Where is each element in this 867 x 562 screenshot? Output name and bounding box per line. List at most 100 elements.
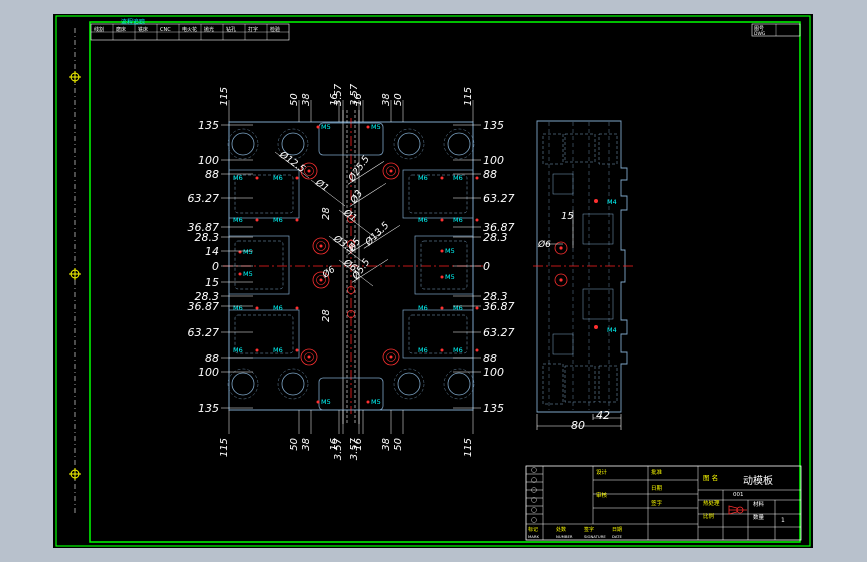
projection-symbol: [728, 505, 747, 515]
dim-left: 100: [198, 154, 219, 167]
corner-tag: 图号 DWG: [751, 23, 801, 37]
side-profile-outline: [536, 120, 628, 413]
diameter-label: Ø12.5: [276, 149, 307, 175]
side-view[interactable]: M4 M4 80 42 15 Ø6: [533, 120, 633, 432]
dim-bottom: 38: [381, 438, 392, 451]
thread-label: M5: [321, 398, 331, 406]
thread-label: M5: [243, 270, 253, 278]
insert-pocket: [228, 169, 300, 219]
dim-bottom: 50: [393, 438, 404, 451]
dim-bottom: 115: [463, 438, 474, 457]
revision-sub: MARK: [528, 534, 540, 539]
guide-holes: [227, 128, 475, 400]
guide-hole: [231, 132, 255, 156]
dim-left: 135: [198, 119, 219, 132]
dim-left: 36.87: [188, 221, 220, 234]
dim-bottom: 3.57: [349, 437, 360, 460]
process-step-label: 线割: [94, 26, 104, 33]
title-label-design: 设计: [596, 468, 608, 476]
side-m4-upper: M4: [607, 198, 617, 206]
thread-label: M5: [321, 123, 331, 131]
dim-dia-6: Ø6: [320, 264, 338, 281]
dim-top: 38: [381, 93, 392, 106]
title-label-drawing: 图 名: [703, 473, 718, 482]
guide-hole: [447, 132, 471, 156]
dim-left: 100: [198, 366, 219, 379]
diameter-label: Ø13.5: [363, 220, 392, 249]
revision-sub: NUMBER: [556, 534, 573, 539]
return-pin-hole: [300, 348, 318, 366]
thread-label: M5: [371, 123, 381, 131]
dim-top: 38: [301, 93, 312, 106]
title-block-grid: [526, 466, 801, 540]
thread-label: M5: [445, 273, 455, 281]
dim-left: 63.27: [188, 192, 220, 205]
thread-label: M6: [273, 304, 283, 312]
title-qty: 1: [781, 517, 785, 524]
thread-label: M5: [371, 398, 381, 406]
process-strip-title: 流程追踪: [121, 18, 145, 26]
thread-label: M6: [273, 174, 283, 182]
revision-header: 日期: [612, 527, 622, 533]
thread-label: M6: [233, 304, 243, 312]
title-label-approve: 批准: [651, 468, 663, 476]
return-pin-hole: [300, 162, 318, 180]
corner-tag-label: 图号: [754, 26, 764, 32]
dim-left: 14: [205, 245, 219, 258]
thread-label: M6: [418, 304, 428, 312]
thread-label: M6: [233, 174, 243, 182]
dim-left: 135: [198, 402, 219, 415]
dim-right: 88: [483, 168, 497, 181]
thread-label: M6: [453, 174, 463, 182]
dim-right: 28.3: [483, 231, 508, 244]
dim-right: 135: [483, 402, 504, 415]
thread-label: M6: [418, 174, 428, 182]
insert-pocket: [402, 169, 474, 219]
dim-top: 50: [393, 93, 404, 106]
thread-label: M6: [233, 346, 243, 354]
title-label-date: 日期: [651, 485, 663, 492]
dim-right: 63.27: [483, 326, 515, 339]
thread-label: M5: [445, 247, 455, 255]
corner-tag-sub: DWG: [754, 31, 766, 37]
center-runner-channel: [342, 110, 360, 424]
dim-left: 0: [212, 260, 219, 273]
return-pin-hole: [382, 162, 400, 180]
title-label-sign: 签字: [651, 499, 663, 507]
inner-frame: [89, 21, 801, 543]
title-part-name: 动模板: [743, 474, 773, 487]
title-label-check: 审核: [596, 491, 608, 499]
side-dim-15: 15: [561, 211, 574, 222]
revision-sub: SIGNATURE: [584, 534, 606, 539]
side-dimension-lines: [536, 210, 622, 430]
insert-pocket: [414, 235, 474, 295]
thread-label: M6: [233, 216, 243, 224]
return-pin-hole: [312, 271, 330, 289]
thread-label: M6: [418, 216, 428, 224]
guide-hole: [231, 372, 255, 396]
front-view-dimensions: 1351008863.2736.8728.31401528.336.8763.2…: [188, 83, 515, 460]
margin-marker-middle: [69, 268, 81, 280]
dim-right: 88: [483, 352, 497, 365]
title-block[interactable]: 动模板 图 名 材料 比例 数量 1 001 设计 审核 批准 日期 热处理 签…: [525, 465, 802, 541]
side-dim-80: 80: [571, 419, 585, 432]
thread-label: M5: [243, 248, 253, 256]
dim-left: 15: [205, 276, 219, 289]
thread-label: M6: [273, 346, 283, 354]
dim-right: 100: [483, 366, 504, 379]
dim-right: 100: [483, 154, 504, 167]
dim-top: 50: [289, 93, 300, 106]
thread-label: M6: [453, 216, 463, 224]
guide-hole: [397, 372, 421, 396]
guide-hole: [397, 132, 421, 156]
side-tap-upper: M4: [594, 198, 617, 206]
dim-right: 36.87: [483, 300, 515, 313]
title-label-scale: 比例: [703, 512, 715, 520]
diameter-label: Ø1: [312, 177, 330, 194]
